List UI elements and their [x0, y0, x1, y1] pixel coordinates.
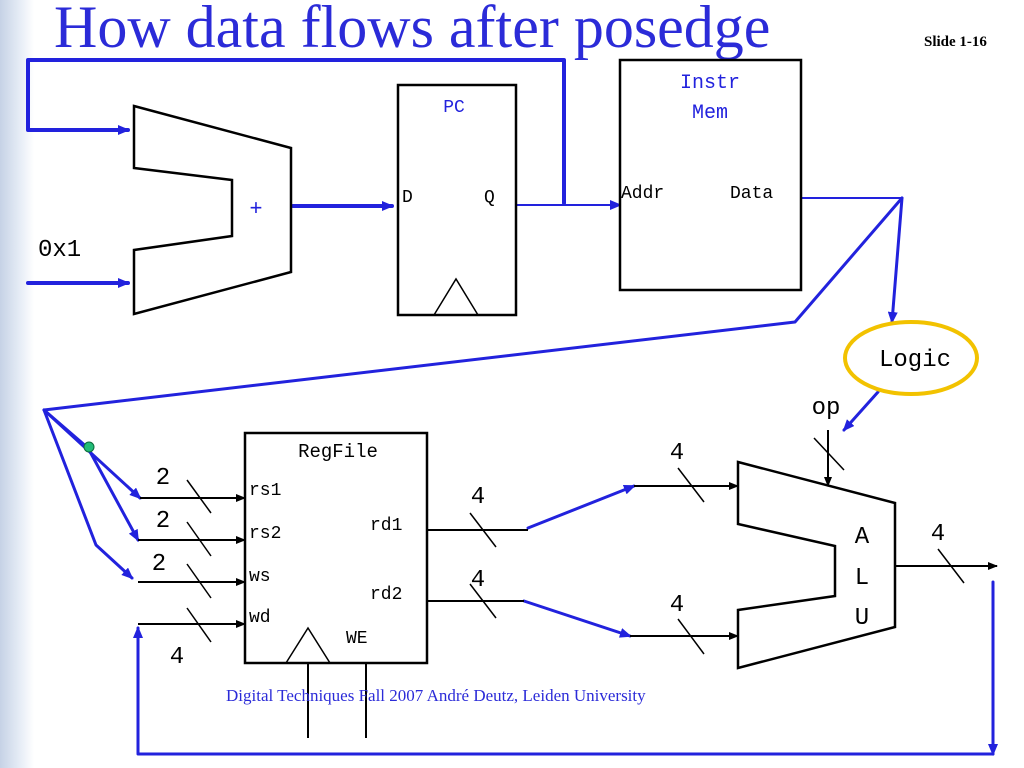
rd1-to-alu-wire — [526, 484, 636, 530]
alu-out-width: 4 — [931, 521, 945, 548]
data-to-logic-wire — [887, 196, 904, 324]
rd2-slash — [469, 583, 497, 619]
rd1-slash — [469, 512, 497, 548]
regfile-ws-port: ws — [249, 567, 271, 587]
regfile-rs1-port: rs1 — [249, 481, 281, 501]
wd-width: 4 — [170, 644, 184, 671]
ws-width: 2 — [152, 551, 166, 578]
slide-footer: Digital Techniques Fall 2007 André Deutz… — [226, 686, 646, 705]
alu-in-b-width: 4 — [670, 592, 684, 619]
regfile-wd-port: wd — [249, 608, 271, 628]
rd1-width: 4 — [471, 484, 485, 511]
logic-ellipse — [843, 320, 979, 396]
rs1-width: 2 — [156, 465, 170, 492]
alu-in-b-slash — [677, 618, 705, 655]
fanout-ws-wire — [42, 408, 134, 580]
regfile-rs2-port: rs2 — [249, 524, 281, 544]
alu-in-a-slash — [677, 467, 705, 503]
regfile-rd1-port: rd1 — [370, 516, 402, 536]
logic-label: Logic — [879, 347, 951, 374]
wd-slash — [186, 607, 212, 643]
pc-label: PC — [443, 98, 465, 118]
alu-letter-a: A — [855, 524, 870, 551]
regfile-clock-triangle-icon — [285, 626, 331, 664]
pc-q-port: Q — [484, 188, 495, 208]
rs2-width: 2 — [156, 508, 170, 535]
const-input-label: 0x1 — [38, 237, 81, 264]
logic-to-op-wire — [842, 390, 880, 432]
ws-slash — [186, 563, 212, 599]
instr-mem-label-2: Mem — [692, 102, 728, 125]
rs1-slash — [186, 479, 212, 514]
rs2-slash — [186, 521, 212, 557]
slide-title: How data flows after posedge — [54, 0, 771, 60]
adder-symbol: + — [249, 197, 262, 222]
rd2-width: 4 — [471, 567, 485, 594]
instr-mem-label-1: Instr — [680, 72, 740, 95]
alu-out-feedback-wire — [133, 580, 995, 756]
pc-d-port: D — [402, 188, 413, 208]
instr-mem-addr-port: Addr — [621, 184, 664, 204]
adder-shape — [132, 104, 293, 316]
op-label: op — [812, 395, 841, 422]
slide-number: Slide 1-16 — [924, 34, 987, 50]
regfile-label: RegFile — [298, 441, 378, 463]
regfile-we-port: WE — [346, 629, 368, 649]
alu-out-slash — [937, 548, 965, 584]
op-slash — [813, 437, 845, 471]
instr-mem-data-port: Data — [730, 184, 773, 204]
alu-in-a-width: 4 — [670, 440, 684, 467]
alu-letter-u: U — [855, 605, 869, 632]
pc-clock-triangle-icon — [433, 277, 479, 316]
regfile-rd2-port: rd2 — [370, 585, 402, 605]
pc-feedback-wire — [26, 58, 566, 205]
fanout-rs2-wire — [42, 408, 140, 542]
instr-mem-block — [618, 58, 803, 292]
bus-width-slashes — [186, 437, 965, 655]
alu-letter-l: L — [855, 565, 869, 592]
fanout-node — [83, 441, 95, 453]
alu-shape — [736, 460, 897, 670]
regfile-block — [243, 431, 429, 665]
data-to-regfile-wire — [42, 196, 904, 412]
pc-block — [396, 83, 518, 317]
rd2-to-alu-wire — [522, 599, 632, 638]
